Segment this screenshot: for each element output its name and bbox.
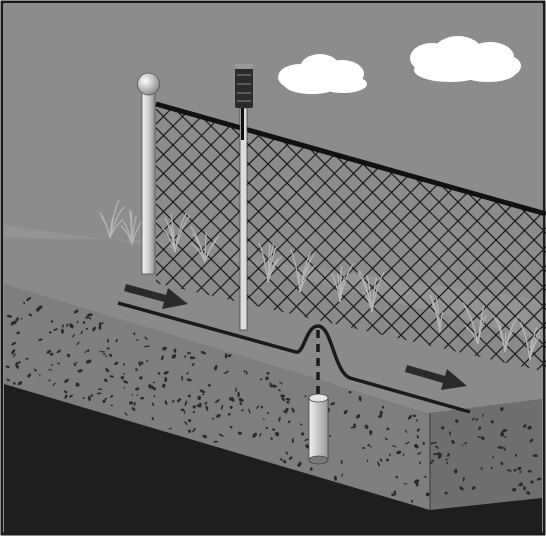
- buried-sensor-icon: [309, 394, 328, 464]
